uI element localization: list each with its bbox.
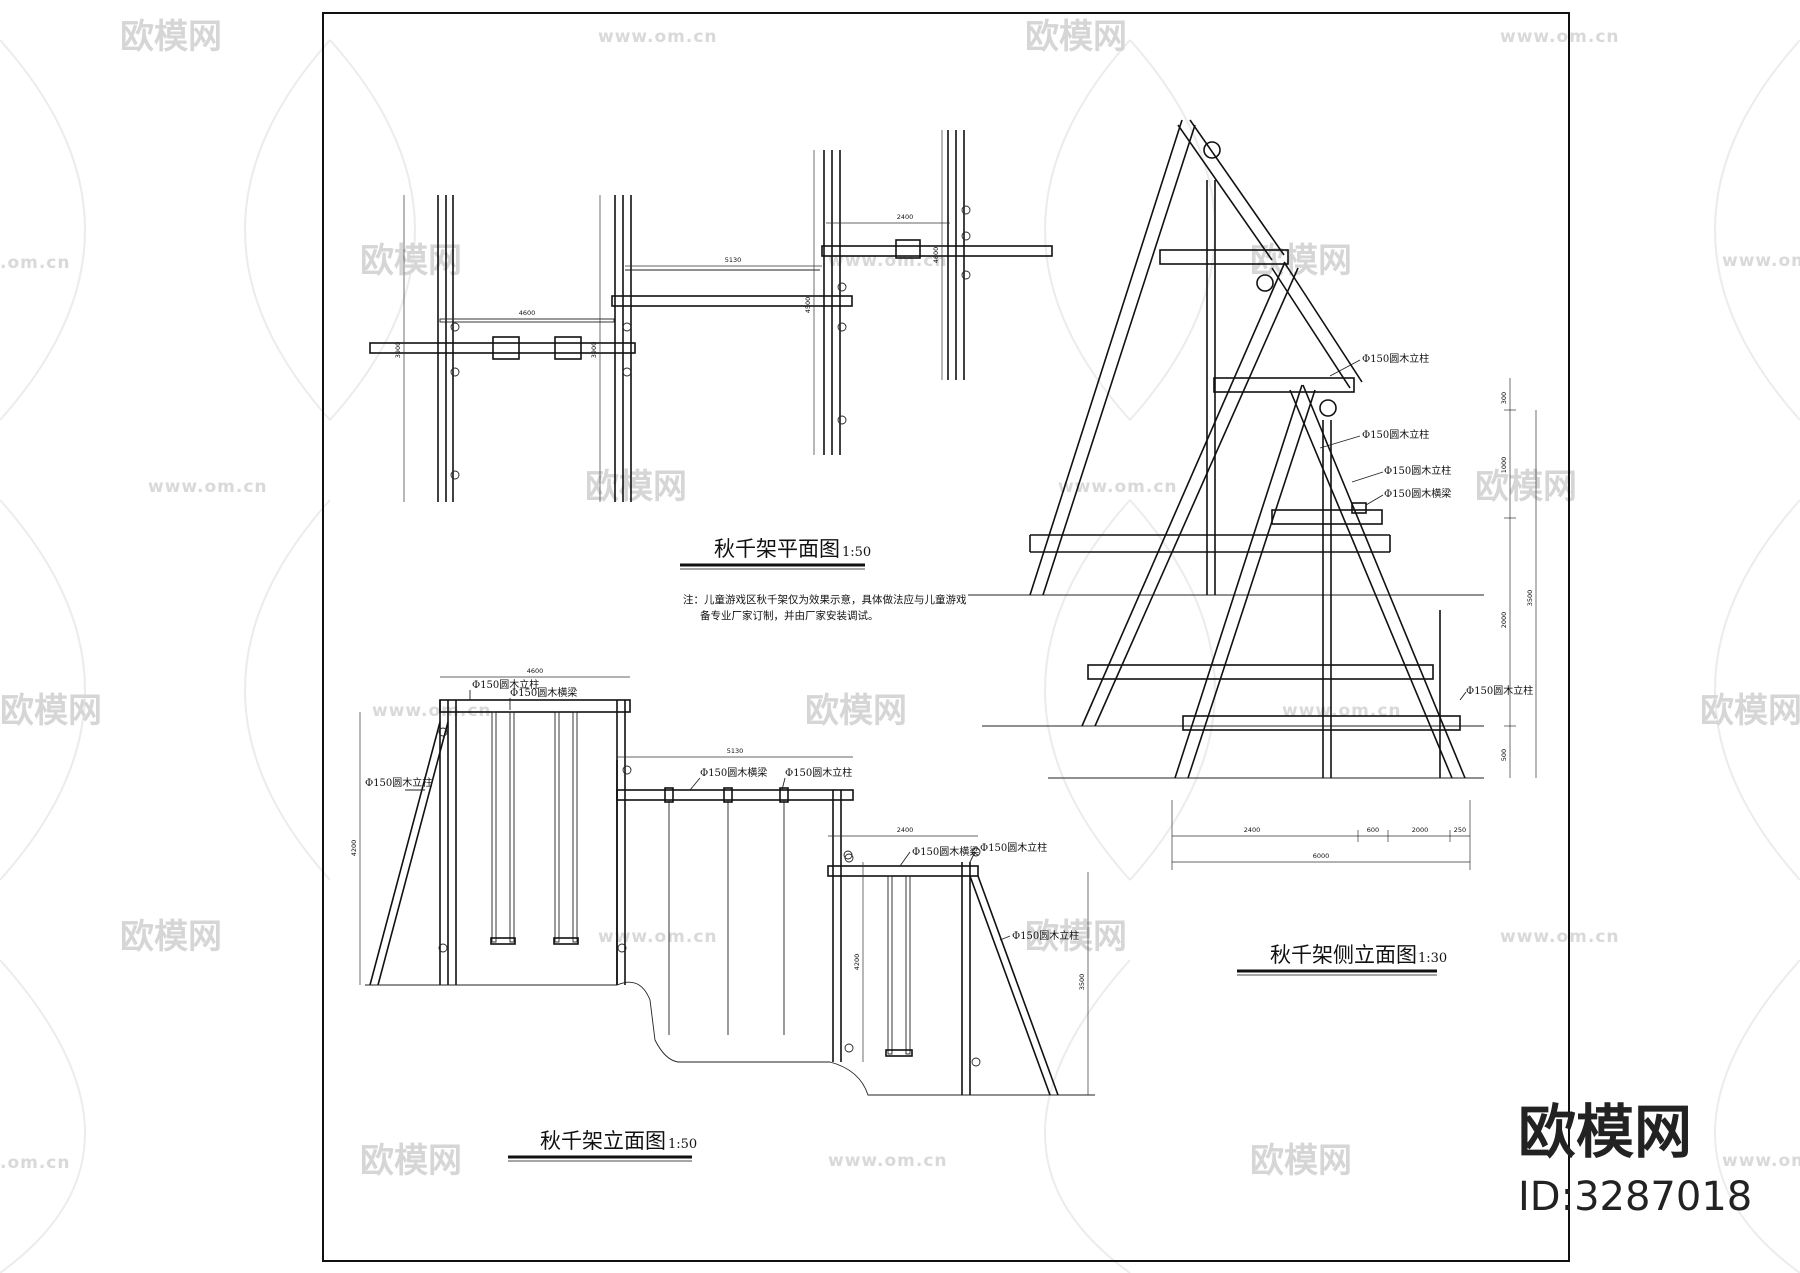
side-label-post-base: Φ150圆木立柱: [1466, 684, 1533, 697]
plan-view-scale: 1:50: [842, 545, 871, 560]
drawing-frame: [322, 12, 1570, 1262]
brand-name: 欧模网: [1518, 1098, 1692, 1166]
side-dim-h-d: 250: [1454, 826, 1466, 834]
plan-dim-span-a: 4600: [519, 309, 536, 317]
side-dim-v-top: 300: [1500, 392, 1508, 404]
watermark-url: www.om.cn: [148, 477, 268, 497]
front-elevation-scale: 1:50: [668, 1137, 697, 1152]
watermark-url: .om.cn: [0, 253, 71, 273]
watermark-url: www.om.cn: [828, 1151, 948, 1171]
side-label-beam: Φ150圆木横梁: [1384, 487, 1451, 500]
front-dim-height-b: 4200: [853, 954, 861, 971]
watermark-url: www.om.cn: [1722, 251, 1800, 271]
side-dim-h-total: 6000: [1313, 852, 1330, 860]
side-dim-h-c: 2000: [1412, 826, 1429, 834]
front-elevation-title: 秋千架立面图: [540, 1129, 666, 1153]
watermark-logo: 欧模网: [1250, 241, 1352, 281]
watermark-url: www.om.cn: [1500, 27, 1620, 47]
watermark-arcs: [0, 39, 1800, 1273]
plan-view: 4600 5130 2400 3900 3900 4500 4600 秋千架平面…: [369, 130, 1053, 570]
side-dim-v-mid: 1000: [1500, 457, 1508, 474]
plan-view-title: 秋千架平面图: [714, 537, 840, 561]
front-dim-width-b: 5130: [727, 747, 744, 755]
front-label-post: Φ150圆木立柱: [472, 678, 539, 691]
watermark-logo: 欧模网: [360, 1141, 462, 1181]
watermark-logo: 欧模网: [0, 691, 102, 731]
front-label-beam-right: Φ150圆木横梁: [912, 845, 979, 858]
side-label-post-3: Φ150圆木立柱: [1384, 464, 1451, 477]
watermark-url: .om.cn: [0, 1153, 71, 1173]
watermark-url: www.om.cn: [372, 701, 492, 721]
watermark-logo: 欧模网: [1025, 917, 1127, 957]
side-label-post-1: Φ150圆木立柱: [1362, 352, 1429, 365]
watermark-url: www.om.cn: [828, 251, 948, 271]
brand-block: 欧模网 ID:3287018: [1518, 1098, 1752, 1220]
plan-dim-span-b: 5130: [725, 256, 742, 264]
watermark-logo: 欧模网: [1700, 691, 1800, 731]
watermark-logo: 欧模网: [1025, 17, 1127, 57]
front-dim-height-c: 3500: [1078, 974, 1086, 991]
side-label-post-2: Φ150圆木立柱: [1362, 428, 1429, 441]
front-label-beam: Φ150圆木横梁: [510, 686, 577, 699]
plan-dim-depth-d: 4600: [932, 247, 940, 264]
brand-id: ID:3287018: [1518, 1174, 1752, 1220]
watermark-url: www.om.cn: [1058, 477, 1178, 497]
plan-dim-depth-b: 3900: [590, 342, 598, 359]
front-label-brace-right: Φ150圆木立柱: [1012, 929, 1079, 942]
watermark-url: www.om.cn: [1500, 927, 1620, 947]
watermark-url: www.om.cn: [1282, 701, 1402, 721]
front-label-post-right: Φ150圆木立柱: [980, 841, 1047, 854]
watermark-logo: 欧模网: [120, 917, 222, 957]
front-dim-width-a: 4600: [527, 667, 544, 675]
side-elevation: Φ150圆木立柱 Φ150圆木立柱 Φ150圆木立柱 Φ150圆木横梁 Φ150…: [968, 119, 1537, 976]
side-elevation-title: 秋千架侧立面图: [1270, 943, 1417, 967]
watermark-logo: 欧模网: [585, 467, 687, 507]
watermark-logo: 欧模网: [360, 241, 462, 281]
watermark-logo: 欧模网: [805, 691, 907, 731]
front-label-post-left: Φ150圆木立柱: [365, 776, 432, 789]
note-line-2: 备专业厂家订制，并由厂家安装调试。: [700, 609, 879, 622]
watermark-url: www.om.cn: [1722, 1151, 1800, 1171]
front-elevation: 4600 5130 2400 4200 4200 3500 Φ150圆木立柱 Φ…: [350, 667, 1095, 1162]
note-line-1: 注：儿童游戏区秋千架仅为效果示意，具体做法应与儿童游戏: [683, 593, 967, 606]
side-elevation-scale: 1:30: [1418, 951, 1447, 966]
side-dim-v-total: 3500: [1526, 590, 1534, 607]
front-dim-width-c: 2400: [897, 826, 914, 834]
front-label-post-mid: Φ150圆木立柱: [785, 766, 852, 779]
watermark-url: www.om.cn: [598, 27, 718, 47]
watermark-url: www.om.cn: [598, 927, 718, 947]
watermark-logo: 欧模网: [1250, 1141, 1352, 1181]
side-dim-v-low: 2000: [1500, 612, 1508, 629]
front-label-beam-mid: Φ150圆木横梁: [700, 766, 767, 779]
watermark-logo: 欧模网: [120, 17, 222, 57]
design-note: 注：儿童游戏区秋千架仅为效果示意，具体做法应与儿童游戏 备专业厂家订制，并由厂家…: [683, 593, 967, 622]
side-dim-h-a: 2400: [1244, 826, 1261, 834]
side-dim-h-b: 600: [1367, 826, 1379, 834]
plan-dim-depth-c: 4500: [804, 297, 812, 314]
front-dim-height-a: 4200: [350, 840, 358, 857]
side-dim-v-base: 500: [1500, 749, 1508, 761]
watermark-logo: 欧模网: [1475, 467, 1577, 507]
plan-dim-span-c: 2400: [897, 213, 914, 221]
plan-dim-depth-a: 3900: [394, 342, 402, 359]
